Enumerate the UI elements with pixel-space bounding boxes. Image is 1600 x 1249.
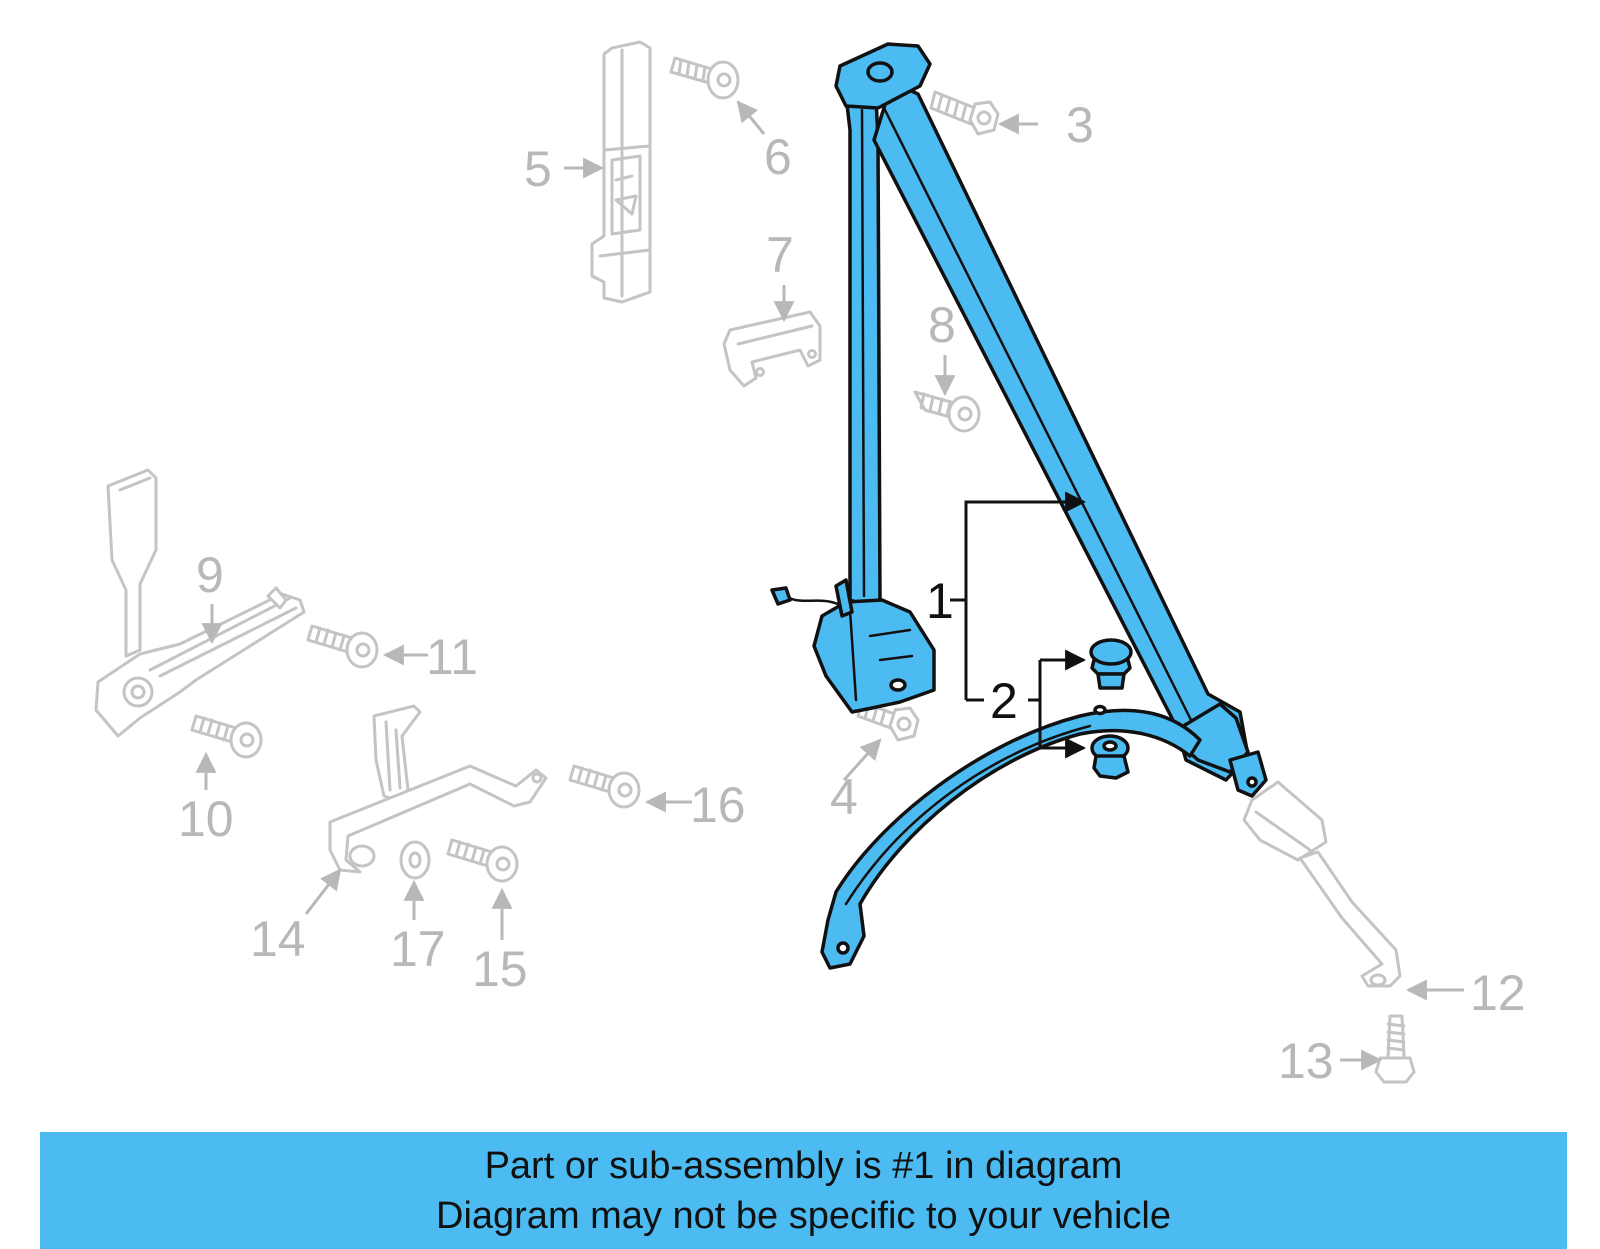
callout-leaders-highlight bbox=[950, 491, 1087, 759]
callout-3: 3 bbox=[1066, 97, 1094, 153]
callout-9: 9 bbox=[196, 547, 224, 603]
callout-17: 17 bbox=[390, 921, 446, 977]
part-12-buckle-end bbox=[1242, 780, 1402, 988]
part-1-seat-belt-assembly bbox=[770, 42, 1268, 970]
part-9-buckle-rail bbox=[94, 468, 306, 738]
part-14-buckle-cable bbox=[328, 704, 548, 874]
callout-8: 8 bbox=[928, 297, 956, 353]
part-15-bolt bbox=[446, 838, 519, 883]
callout-14: 14 bbox=[250, 911, 306, 967]
callout-11: 11 bbox=[426, 629, 478, 685]
part-7-bracket bbox=[722, 310, 822, 388]
callout-12: 12 bbox=[1470, 965, 1526, 1021]
part-17-washer bbox=[399, 840, 431, 880]
callout-7: 7 bbox=[766, 227, 794, 283]
part-5-pillar-bracket bbox=[590, 40, 652, 304]
callout-5: 5 bbox=[524, 141, 552, 197]
callout-13: 13 bbox=[1278, 1033, 1334, 1089]
part-6-bolt bbox=[669, 56, 740, 100]
part-8-screw bbox=[913, 390, 981, 433]
callout-15: 15 bbox=[472, 941, 528, 997]
part-11-bolt bbox=[306, 624, 379, 669]
callout-6: 6 bbox=[764, 129, 792, 185]
banner-line-2: Diagram may not be specific to your vehi… bbox=[436, 1194, 1171, 1237]
part-3-bolt bbox=[929, 90, 1000, 136]
callout-16: 16 bbox=[690, 777, 746, 833]
info-banner: Part or sub-assembly is #1 in diagram Di… bbox=[40, 1132, 1567, 1249]
callout-10: 10 bbox=[178, 791, 234, 847]
callout-1: 1 bbox=[926, 573, 954, 629]
callout-leaders bbox=[195, 100, 1464, 1071]
part-10-bolt bbox=[190, 714, 263, 759]
part-2-caps bbox=[1089, 638, 1133, 780]
banner-line-1: Part or sub-assembly is #1 in diagram bbox=[484, 1144, 1123, 1187]
callout-4: 4 bbox=[830, 769, 858, 825]
part-13-bolt bbox=[1374, 1014, 1416, 1084]
callout-2: 2 bbox=[990, 673, 1018, 729]
part-16-bolt bbox=[568, 764, 641, 809]
